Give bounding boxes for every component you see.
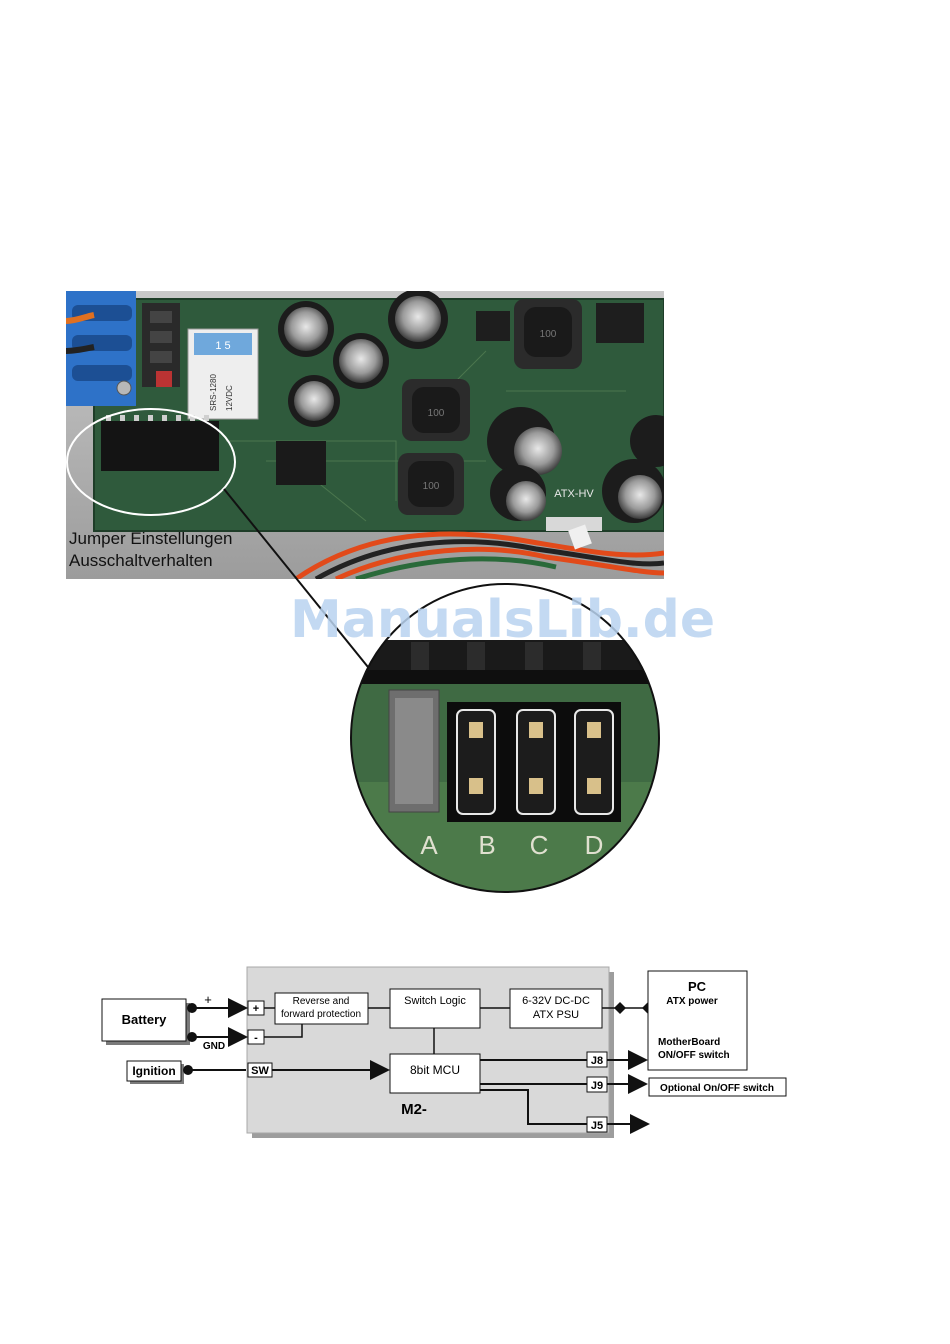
svg-text:Ignition: Ignition <box>132 1064 175 1078</box>
svg-text:6-32V DC-DC: 6-32V DC-DC <box>522 995 590 1007</box>
svg-text:ATX PSU: ATX PSU <box>533 1009 579 1021</box>
svg-text:J5: J5 <box>591 1120 603 1132</box>
jumper-label-a: A <box>420 830 438 860</box>
m2-block-diagram: Battery Ignition + GND + - SW Reverse an… <box>0 960 950 1150</box>
jumper-label-c: C <box>530 830 549 860</box>
svg-text:forward protection: forward protection <box>281 1009 361 1020</box>
svg-text:-: - <box>254 1032 258 1044</box>
svg-text:J8: J8 <box>591 1055 603 1067</box>
svg-text:ON/OFF switch: ON/OFF switch <box>658 1050 730 1061</box>
svg-text:SW: SW <box>251 1065 269 1077</box>
svg-text:Battery: Battery <box>122 1012 168 1027</box>
svg-text:J9: J9 <box>591 1080 603 1092</box>
svg-text:Switch Logic: Switch Logic <box>404 995 466 1007</box>
plus-sign: + <box>204 992 212 1007</box>
jumper-pins <box>447 702 621 822</box>
svg-text:+: + <box>253 1003 259 1015</box>
svg-text:ATX power: ATX power <box>666 996 718 1007</box>
svg-text:MotherBoard: MotherBoard <box>658 1037 720 1048</box>
svg-text:PC: PC <box>688 979 707 994</box>
gnd-label: GND <box>203 1041 225 1052</box>
svg-text:Optional On/OFF switch: Optional On/OFF switch <box>660 1083 774 1094</box>
svg-text:8bit MCU: 8bit MCU <box>410 1063 460 1077</box>
jumper-label-b: B <box>478 830 495 860</box>
watermark: ManualsLib.de <box>290 590 715 650</box>
jumper-label-d: D <box>585 830 604 860</box>
svg-text:Reverse and: Reverse and <box>293 996 350 1007</box>
module-name: M2- <box>401 1101 427 1118</box>
